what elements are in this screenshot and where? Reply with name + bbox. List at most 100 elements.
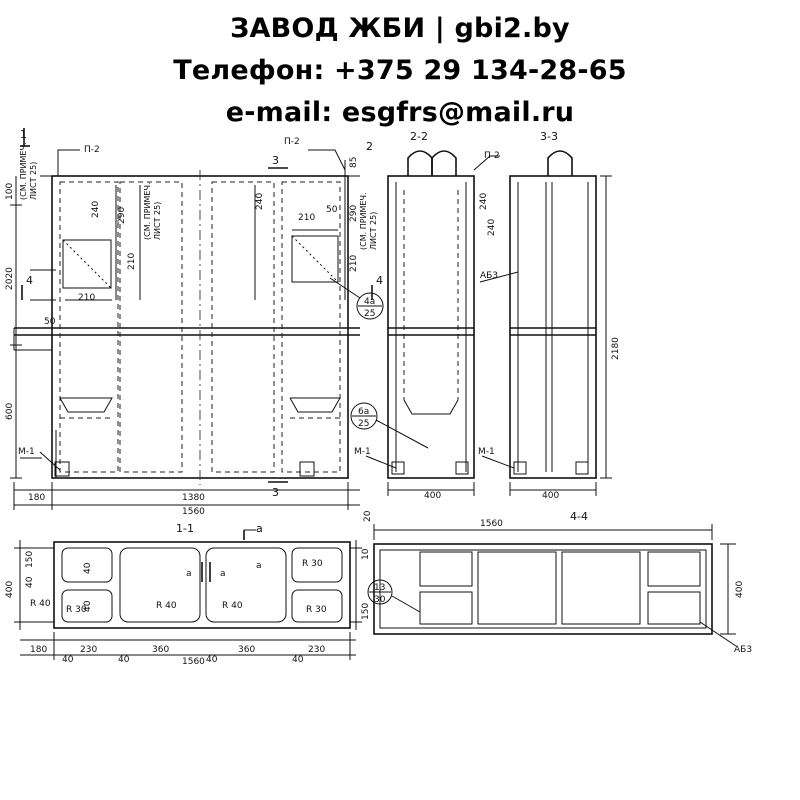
dim-210-c: 210 — [298, 213, 315, 223]
dim-180: 180 — [28, 493, 45, 503]
mark-4-left: 4 — [26, 274, 33, 287]
mark-p2-b: П-2 — [284, 137, 300, 147]
dim-40-f: 40 — [83, 600, 93, 612]
opening-right — [291, 235, 339, 283]
mark-3-top: 3 — [272, 154, 279, 167]
dim-240-c: 240 — [479, 193, 489, 210]
mark-3-bot: 3 — [272, 486, 279, 499]
radius-30-a: R 30 — [66, 605, 87, 615]
note-2b: ЛИСТ 25) — [153, 202, 162, 240]
dim-50-a: 50 — [44, 317, 56, 327]
note-3a: (СМ. ПРИМЕЧ. — [359, 192, 368, 250]
callout-13-bot: 30 — [374, 595, 386, 605]
plan-4-4-labels: 4-4 1560 20 400 13 30 АБ3 — [363, 510, 752, 655]
dim-290-b: 290 — [349, 205, 359, 222]
title-1-1: 1-1 — [176, 522, 194, 535]
mark-p2-a: П-2 — [84, 145, 100, 155]
note-3b: ЛИСТ 25) — [369, 212, 378, 250]
section-3-3 — [479, 150, 612, 496]
radius-40-b: R 40 — [156, 601, 177, 611]
dim-50-b: 50 — [326, 205, 338, 215]
dim-150-b: 150 — [361, 603, 371, 620]
dim-150: 150 — [25, 551, 35, 568]
front-elevation — [10, 128, 384, 510]
dim-290-a: 290 — [117, 207, 127, 224]
dim-600: 600 — [5, 403, 15, 420]
callout-6a-top: 6а — [358, 407, 369, 417]
callout-4a-top: 4а — [364, 297, 375, 307]
header: ЗАВОД ЖБИ | gbi2.by Телефон: +375 29 134… — [0, 8, 800, 134]
dim-240-b: 240 — [255, 193, 265, 210]
dim-20: 20 — [363, 510, 373, 522]
section-2-2-labels: 2-2 П-2 240 400 6а 25 М-1 — [354, 130, 500, 501]
radius-30-c: R 30 — [306, 605, 327, 615]
dim-400-c: 400 — [5, 581, 15, 598]
dim-400-d: 400 — [735, 581, 745, 598]
dim-40-b: 40 — [118, 655, 130, 665]
dim-100: 100 — [5, 183, 15, 200]
dim-1560: 1560 — [182, 507, 205, 517]
section-3-3-outline — [509, 175, 597, 479]
dim-2180: 2180 — [611, 337, 621, 360]
mark-a-2: а — [256, 561, 262, 571]
dim-40-e: 40 — [25, 576, 35, 588]
mark-4-right: 4 — [376, 274, 383, 287]
header-title: ЗАВОД ЖБИ | gbi2.by — [230, 13, 570, 44]
dim-1380: 1380 — [182, 493, 205, 503]
dim-1560-b: 1560 — [480, 519, 503, 529]
callout-13-top: 13 — [374, 583, 385, 593]
dim-240-d: 240 — [487, 219, 497, 236]
title-4-4: 4-4 — [570, 510, 588, 523]
dim-230-b: 230 — [308, 645, 325, 655]
dim-180-b: 180 — [30, 645, 47, 655]
note-1b: ЛИСТ 25) — [29, 162, 38, 200]
plan-1-1-outline — [53, 541, 351, 629]
radius-40-a: R 40 — [30, 599, 51, 609]
callout-6a-bot: 25 — [358, 419, 369, 429]
note-1a: (СМ. ПРИМЕЧ. — [19, 142, 28, 200]
section-2-2-outline — [387, 175, 475, 479]
dim-40-c: 40 — [206, 655, 218, 665]
dim-400-a: 400 — [424, 491, 441, 501]
dim-230-a: 230 — [80, 645, 97, 655]
mark-a-4: а — [220, 569, 226, 579]
dim-210-b: 210 — [78, 293, 95, 303]
dim-40-d: 40 — [292, 655, 304, 665]
note-2a: (СМ. ПРИМЕЧ. — [143, 182, 152, 240]
radius-30-b: R 30 — [302, 559, 323, 569]
mark-2-right: 2 — [366, 140, 373, 153]
dim-210-a: 210 — [127, 253, 137, 270]
dim-210-d: 210 — [349, 255, 359, 272]
dim-360-a: 360 — [152, 645, 169, 655]
dim-85: 85 — [349, 157, 359, 168]
header-phone: Телефон: +375 29 134-28-65 — [173, 55, 627, 86]
dim-2020: 2020 — [5, 267, 15, 290]
mark-m1-b: М-1 — [354, 447, 371, 457]
mark-p2-c: П-2 — [484, 151, 500, 161]
callout-4a-bot: 25 — [364, 309, 375, 319]
plan-1-1-labels: 1-1 а а а а 400 150 40 40 40 150 10 R 40… — [5, 522, 371, 667]
mark-1-top: 1 — [20, 128, 27, 141]
dim-10: 10 — [361, 548, 371, 560]
plan-4-4-outline — [373, 543, 713, 635]
dim-1560-c: 1560 — [182, 657, 205, 667]
dim-360-b: 360 — [238, 645, 255, 655]
title-3-3: 3-3 — [540, 130, 558, 143]
mark-m1-c: М-1 — [478, 447, 495, 457]
header-email: e-mail: esgfrs@mail.ru — [225, 97, 575, 128]
section-2-2 — [350, 150, 500, 496]
dim-240-a: 240 — [91, 201, 101, 218]
dim-40-a: 40 — [62, 655, 74, 665]
mark-a-3: а — [186, 569, 192, 579]
dim-400-b: 400 — [542, 491, 559, 501]
mark-ab3-b: АБ3 — [734, 645, 752, 655]
title-2-2: 2-2 — [410, 130, 428, 143]
dim-40-g: 40 — [83, 562, 93, 574]
section-3-3-labels: 3-3 240 АБ3 2180 М-1 400 — [478, 130, 621, 501]
mark-ab3-a: АБ3 — [480, 271, 498, 281]
mark-m1-a: М-1 — [18, 447, 35, 457]
mark-a-1: а — [256, 522, 263, 535]
plan-1-1 — [14, 529, 362, 660]
front-labels: 1 П-2 П-2 3 3 4 4 2 100 2020 600 240 290… — [5, 128, 383, 517]
